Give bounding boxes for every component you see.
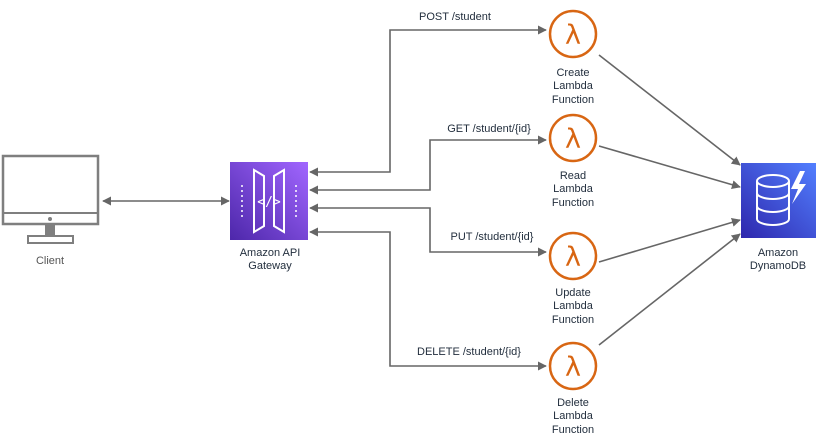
lambda-update-label-line-3: Function — [552, 314, 594, 326]
get-route-connector — [309, 135, 547, 195]
lambda-create-label-line-3: Function — [552, 94, 594, 106]
update-to-dynamodb-connector — [598, 217, 741, 263]
api-gateway-node[interactable]: </> Amazon API Gateway — [230, 162, 308, 272]
dynamodb-label-line-2: DynamoDB — [750, 260, 806, 272]
svg-text:λ: λ — [565, 20, 581, 51]
lambda-read-node[interactable]: λ Read Lambda Function — [548, 113, 598, 209]
lambda-update-label-line-2: Lambda — [553, 300, 594, 312]
route-label-put: PUT /student/{id} — [451, 231, 534, 243]
dynamodb-icon — [741, 163, 816, 238]
delete-route-connector — [309, 227, 547, 371]
lambda-delete-label-line-1: Delete — [557, 397, 589, 409]
lambda-read-label-line-1: Read — [560, 170, 586, 182]
svg-text:λ: λ — [565, 242, 581, 273]
read-to-dynamodb-connector — [598, 145, 741, 190]
lambda-delete-label-line-3: Function — [552, 424, 594, 436]
lambda-create-label-line-1: Create — [556, 67, 589, 79]
put-route-connector — [309, 203, 547, 257]
create-to-dynamodb-connector — [598, 54, 741, 166]
svg-text:λ: λ — [565, 124, 581, 155]
lambda-read-label-line-2: Lambda — [553, 183, 594, 195]
lambda-delete-label-line-2: Lambda — [553, 410, 594, 422]
lambda-icon: λ — [548, 9, 598, 59]
connectors — [102, 25, 741, 371]
route-label-post: POST /student — [419, 11, 491, 23]
lambda-read-label-line-3: Function — [552, 197, 594, 209]
post-route-connector — [309, 25, 547, 177]
client-label: Client — [36, 255, 64, 267]
client-node[interactable]: Client — [1, 154, 100, 267]
lambda-icon: λ — [548, 113, 598, 163]
lambda-icon: λ — [548, 341, 598, 391]
lambda-create-label-line-2: Lambda — [553, 80, 594, 92]
api-gateway-label-line-2: Gateway — [248, 260, 292, 272]
lambda-delete-node[interactable]: λ Delete Lambda Function — [548, 341, 598, 436]
svg-text:</>: </> — [257, 195, 281, 210]
route-label-get: GET /student/{id} — [447, 123, 531, 135]
lambda-create-node[interactable]: λ Create Lambda Function — [548, 9, 598, 106]
api-gateway-icon: </> — [230, 162, 308, 240]
lambda-update-node[interactable]: λ Update Lambda Function — [548, 231, 598, 326]
monitor-icon — [1, 154, 100, 244]
api-gateway-label-line-1: Amazon API — [240, 247, 301, 259]
delete-to-dynamodb-connector — [598, 233, 741, 346]
svg-text:λ: λ — [565, 352, 581, 383]
lambda-icon: λ — [548, 231, 598, 281]
dynamodb-label-line-1: Amazon — [758, 247, 798, 259]
lambda-update-label-line-1: Update — [555, 287, 590, 299]
route-label-delete: DELETE /student/{id} — [417, 346, 521, 358]
dynamodb-node[interactable]: Amazon DynamoDB — [741, 163, 816, 272]
